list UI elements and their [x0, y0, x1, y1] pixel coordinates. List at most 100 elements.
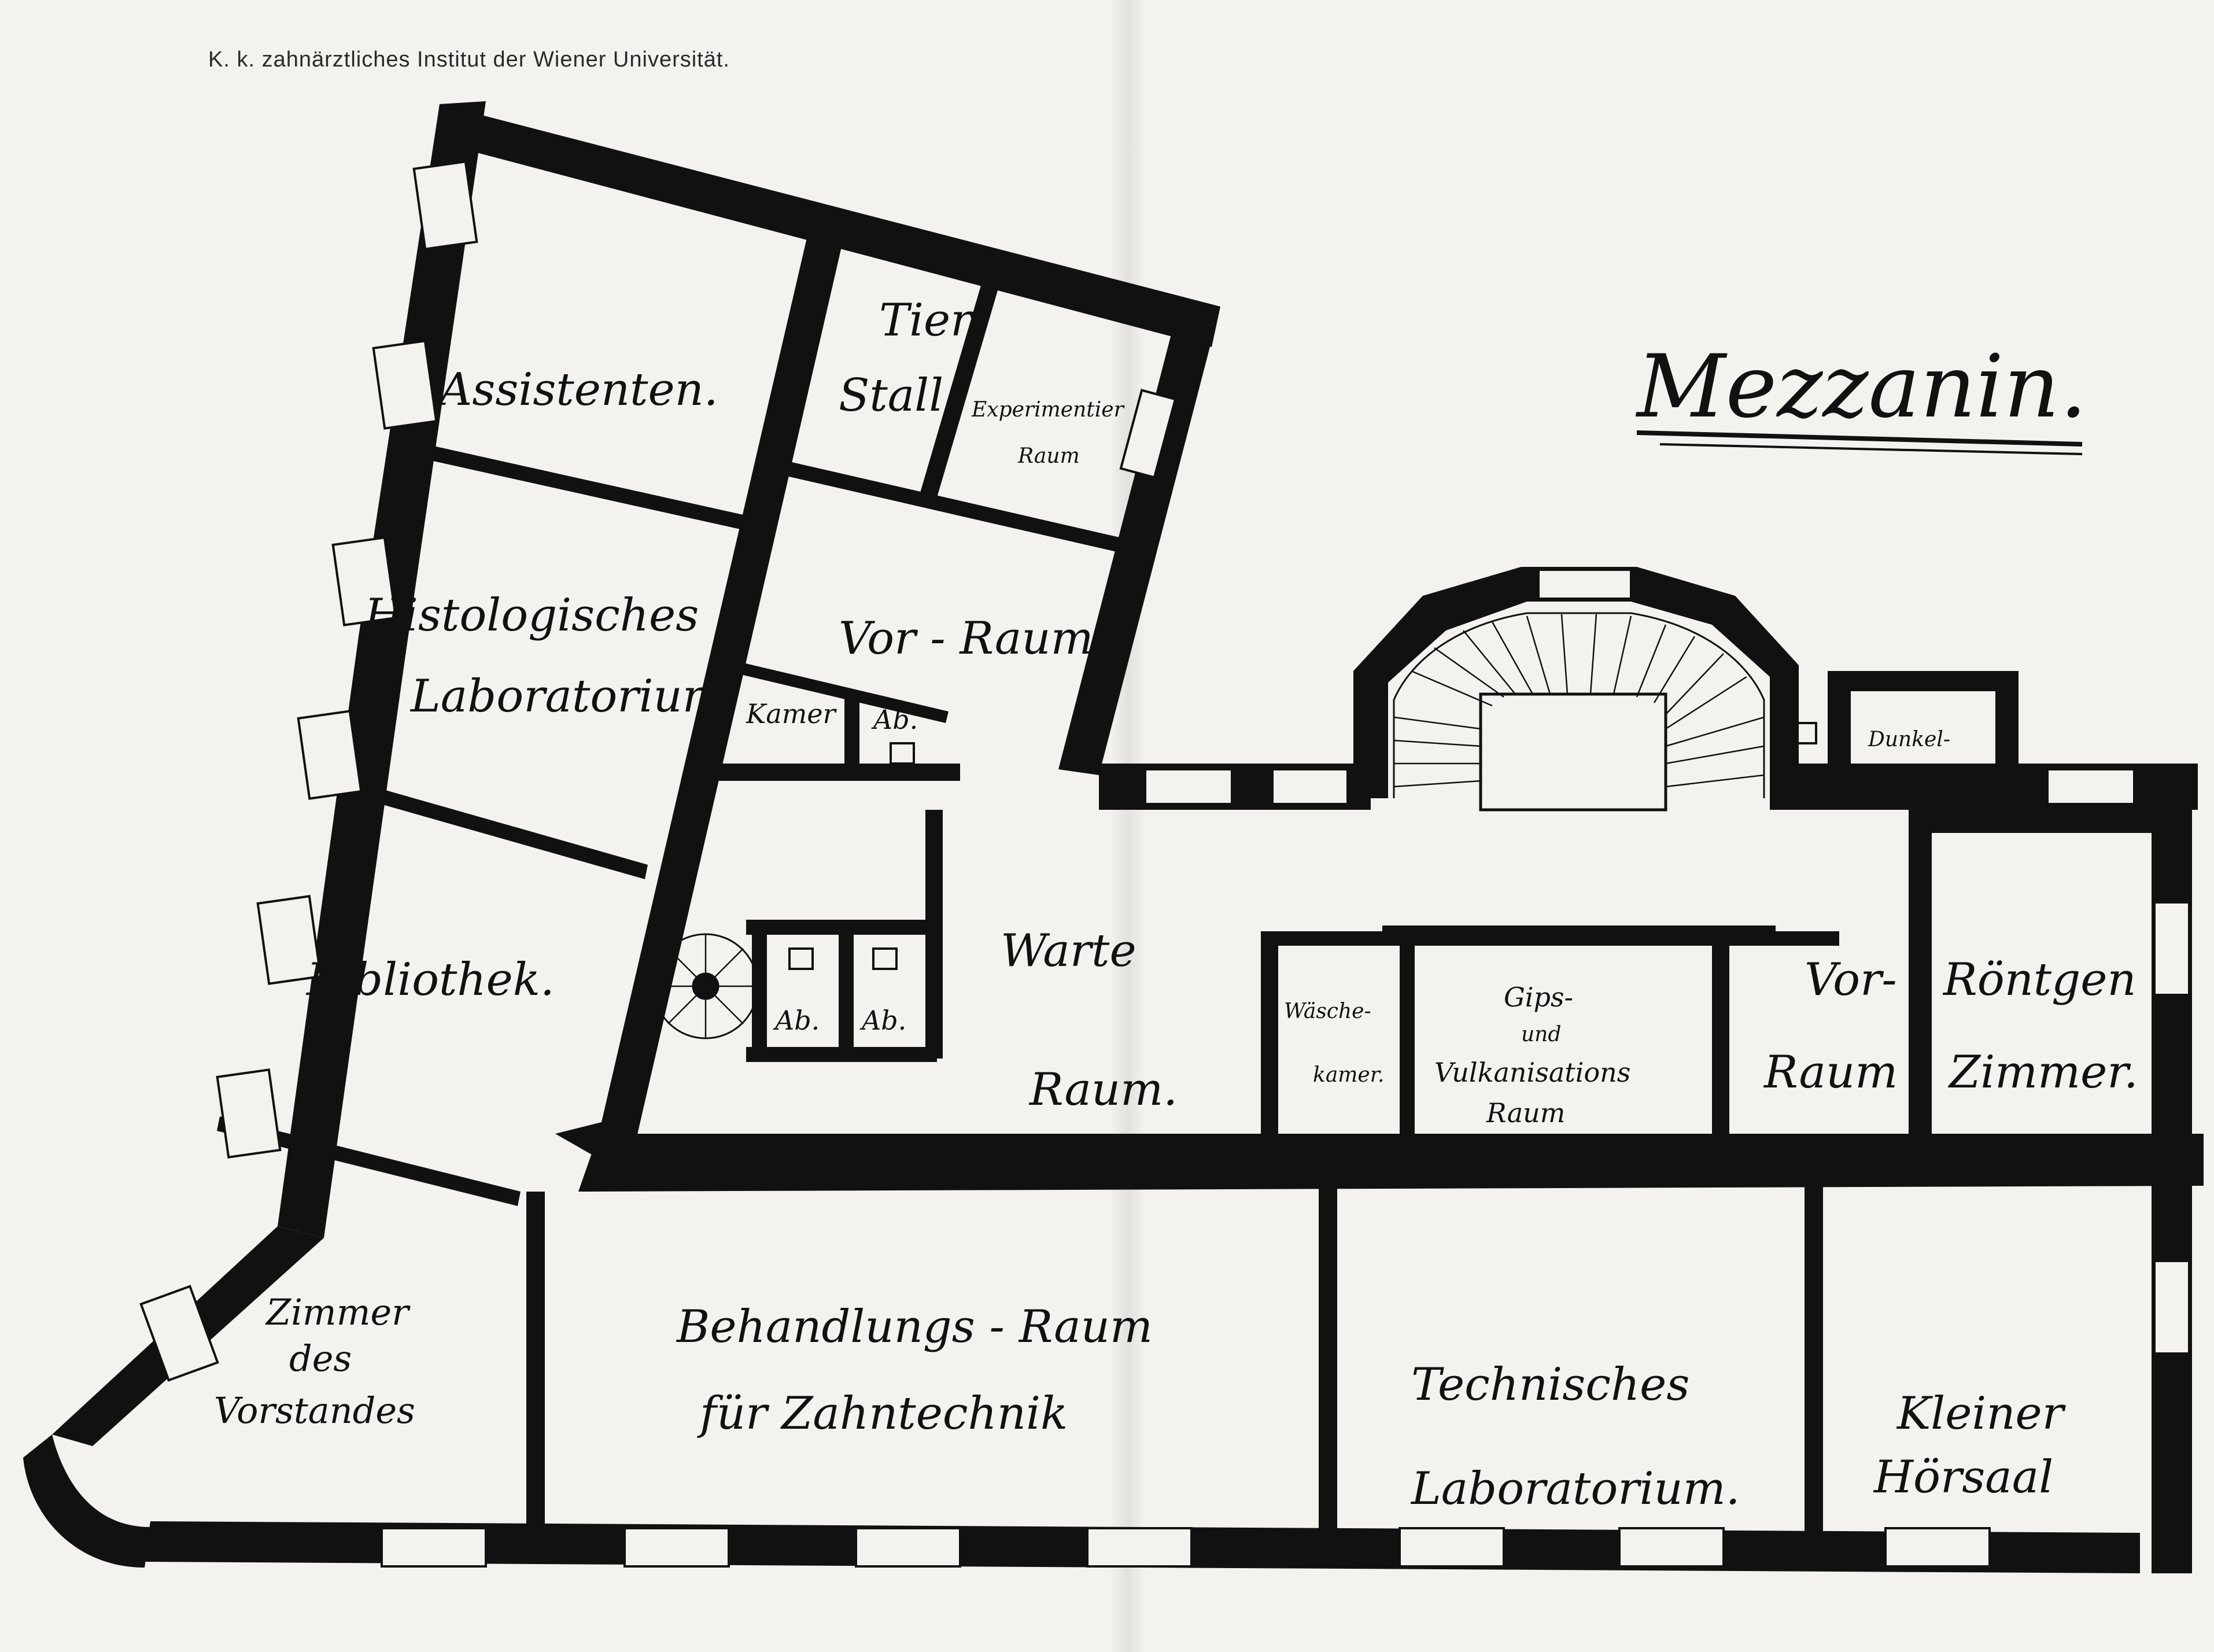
divider-bib-vorstand — [217, 1116, 521, 1206]
windows — [139, 160, 2190, 1568]
title-underline-thin — [1659, 443, 2083, 455]
label-ab-left: Ab. — [773, 1005, 820, 1036]
corridor-bottom-left — [578, 1134, 2204, 1192]
label-vor-right: Vor- — [1805, 954, 1897, 1006]
southwest-corner — [23, 1435, 150, 1568]
label-experimentier: Experimentier — [971, 398, 1125, 422]
dunkel-right-wall — [1995, 671, 2019, 810]
lower-ab-partition-2 — [839, 920, 854, 1059]
fixture-ab-upper — [890, 742, 915, 765]
window-north-2 — [1271, 768, 1349, 805]
window-west-3 — [331, 536, 397, 626]
east-wing-wall — [1058, 301, 1220, 775]
label-gips: Gips- — [1504, 982, 1573, 1013]
window-south-6 — [1618, 1527, 1725, 1568]
label-vorstand-des: des — [289, 1337, 352, 1380]
label-vulkanisations: Vulkanisations — [1434, 1057, 1630, 1088]
label-exp-raum: Raum — [1017, 444, 1080, 468]
window-south-4 — [1086, 1527, 1193, 1568]
label-horsaal: Hörsaal — [1873, 1451, 2053, 1503]
window-south-7 — [1884, 1527, 1991, 1568]
window-exp — [1119, 389, 1177, 479]
label-warte: Warte — [1001, 925, 1136, 977]
window-east-1 — [2153, 901, 2190, 996]
wasche-right-wall — [1400, 937, 1415, 1145]
label-vorstand-vorstandes: Vorstandes — [214, 1389, 415, 1432]
label-bibliothek: Bibliothek. — [305, 954, 555, 1006]
label-dunkel: Dunkel- — [1868, 728, 1950, 751]
label-assistenten: Assistenten. — [436, 364, 718, 416]
fixture-ab-left — [788, 947, 814, 970]
label-ab-right: Ab. — [859, 1005, 906, 1036]
window-south-5 — [1398, 1527, 1505, 1568]
label-rontgen: Röntgen — [1942, 954, 2136, 1006]
gips-right-wall — [1712, 937, 1729, 1145]
divider-assist-histo — [402, 440, 769, 535]
title-underline — [1636, 430, 2083, 447]
plan-title: Mezzanin. — [1635, 337, 2087, 437]
west-outer-wall — [278, 101, 486, 1238]
toilet-fixtures — [788, 722, 1817, 970]
label-technisches: Technisches — [1411, 1359, 1689, 1411]
label-gips-und: und — [1521, 1023, 1561, 1046]
north-outer-wall — [440, 104, 1220, 347]
label-gips-raum: Raum — [1486, 1097, 1565, 1129]
label-wasche: Wäsche- — [1284, 1000, 1371, 1023]
lower-ab-partition-3 — [925, 810, 943, 1059]
dunkel-left-wall — [1839, 671, 2013, 691]
page-fold — [1110, 0, 1145, 1652]
divider-behand-tech — [1319, 1186, 1337, 1533]
window-west-1 — [412, 160, 478, 250]
label-behandlung: Behandlungs - Raum — [676, 1301, 1153, 1353]
window-west-7 — [139, 1285, 219, 1382]
divider-vorstand-behand — [526, 1192, 545, 1539]
east-outer-wall — [2152, 775, 2192, 1573]
fixture-ab-right — [872, 947, 898, 970]
ab-right-wall — [1828, 671, 1851, 804]
divider-histo-bib — [309, 769, 648, 879]
kamer-ab-partition — [844, 694, 859, 775]
room-labels: Assistenten. Tier Stall. Experimentier R… — [214, 294, 2138, 1515]
lower-ab-partition-1 — [752, 920, 767, 1059]
roentgen-left-wall — [1909, 810, 1932, 1145]
label-vorstand-zimmer: Zimmer — [265, 1291, 411, 1333]
label-vor-raum-upper: Vor - Raum. — [839, 613, 1108, 665]
label-rontgen-zimmer: Zimmer. — [1947, 1046, 2138, 1098]
window-west-6 — [216, 1068, 282, 1159]
window-west-2 — [372, 340, 438, 430]
window-west-5 — [256, 895, 322, 985]
window-west-4 — [297, 710, 363, 800]
spiral-staircase — [652, 933, 759, 1039]
label-ab-stair: Ab — [1785, 768, 1824, 799]
label-tier: Tier — [879, 294, 975, 346]
label-technisches-labor: Laboratorium. — [1410, 1463, 1740, 1515]
window-east-2 — [2153, 1260, 2190, 1355]
window-north-1 — [1144, 768, 1233, 805]
wasche-top-wall — [1261, 931, 1839, 946]
label-wasche-kamer: kamer. — [1313, 1063, 1384, 1087]
label-laboratorium-histo: Laboratorium — [409, 670, 725, 722]
label-zahntechnik: für Zahntechnik — [697, 1388, 1068, 1440]
divider-tech-horsaal — [1805, 1186, 1823, 1533]
label-kleiner: Kleiner — [1896, 1388, 2067, 1440]
label-kamer: Kamer — [746, 698, 837, 729]
label-histologisches: Histologisches — [363, 589, 699, 641]
window-south-1 — [381, 1527, 487, 1568]
window-north-3 — [2046, 768, 2135, 805]
window-south-2 — [623, 1527, 730, 1568]
label-ab-upper: Ab. — [871, 704, 918, 735]
kamer-wall-bottom — [706, 764, 960, 781]
label-warte-raum: Raum. — [1028, 1064, 1178, 1116]
window-stair-top — [1537, 569, 1632, 600]
label-stall: Stall. — [839, 370, 958, 422]
main-staircase — [1393, 612, 1765, 812]
label-vor-right-raum: Raum — [1763, 1046, 1898, 1098]
roentgen-top-wall — [1920, 810, 2152, 833]
fixture-ab-stair — [1792, 722, 1817, 744]
wasche-left-wall — [1261, 937, 1278, 1145]
label-dunkel-kamer: kamer — [1885, 774, 1954, 798]
stall-partition — [920, 278, 1001, 497]
upper-cross-wall — [766, 457, 1122, 552]
institute-header: K. k. zahnärztliches Institut der Wiener… — [208, 47, 730, 72]
